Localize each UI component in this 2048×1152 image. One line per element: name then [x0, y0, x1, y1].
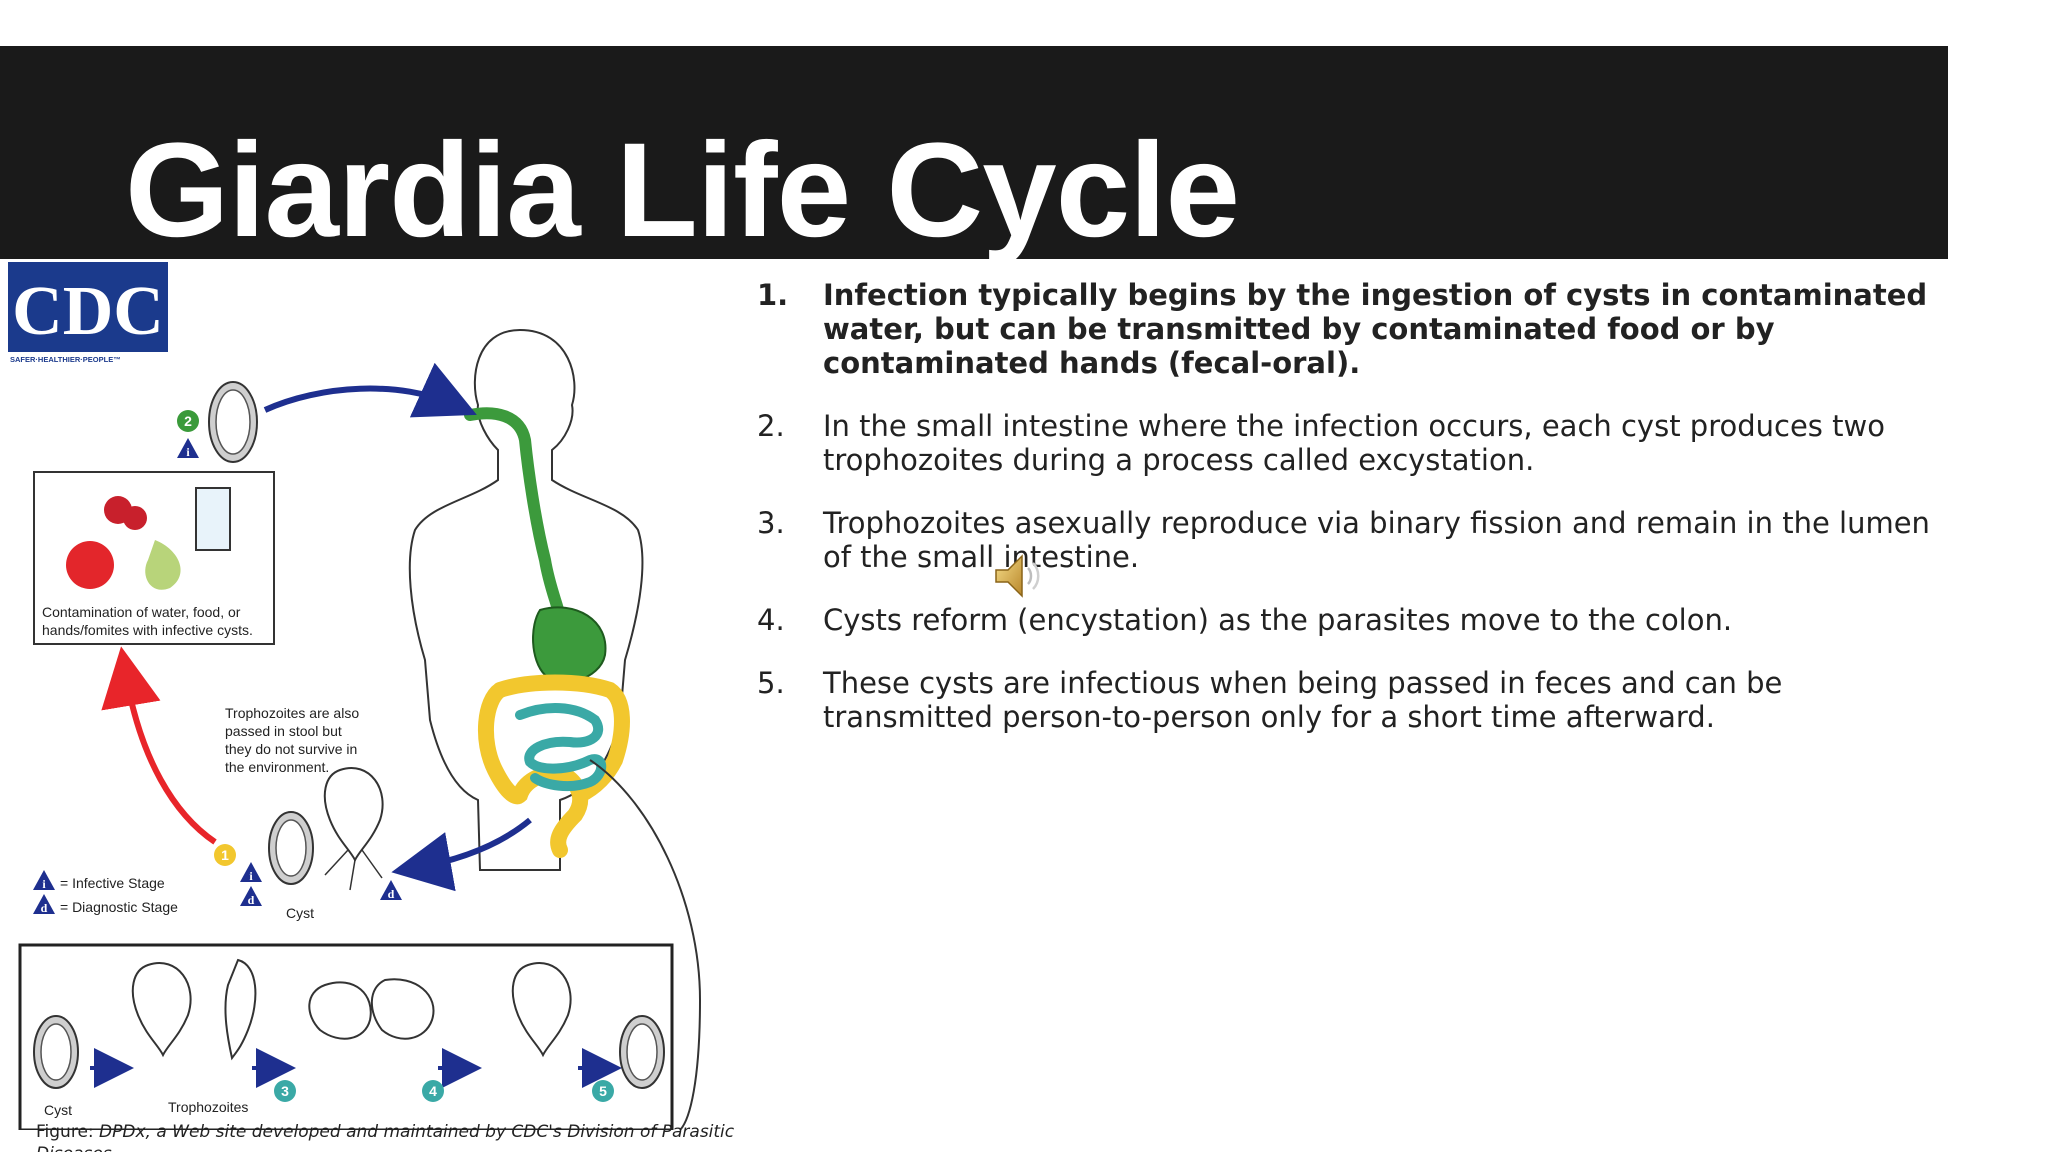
title-bar [0, 46, 1948, 259]
life-cycle-figure: 2 i Contamination of water, food, or han… [18, 328, 702, 1130]
step-item: 3. Trophozoites asexually reproduce via … [757, 506, 1937, 574]
step-4-badge [422, 1080, 444, 1102]
caption-prefix: Figure: [36, 1122, 100, 1142]
panel-dividing-trophozoites [308, 978, 435, 1040]
svg-text:i: i [186, 445, 190, 459]
step-2-badge [177, 410, 199, 432]
life-cycle-steps: 1. Infection typically begins by the ing… [757, 278, 1937, 763]
esophagus [464, 407, 566, 626]
svg-text:Cyst: Cyst [286, 905, 314, 921]
step-1-badge [214, 844, 236, 866]
svg-text:hands/fomites with infective c: hands/fomites with infective cysts. [42, 622, 253, 638]
svg-text:Trophozoites: Trophozoites [168, 1099, 248, 1115]
step-item: 2. In the small intestine where the infe… [757, 409, 1937, 477]
svg-text:Cyst: Cyst [44, 1102, 72, 1118]
svg-text:i: i [249, 869, 253, 883]
stomach [532, 606, 607, 684]
svg-text:passed in stool but: passed in stool but [225, 723, 342, 739]
svg-text:d: d [41, 901, 48, 915]
infective-triangle-mid [240, 862, 262, 882]
water-glass [195, 487, 231, 551]
panel-trophozoite-3 [511, 962, 572, 1058]
svg-text:= Infective Stage: = Infective Stage [60, 875, 165, 891]
human-silhouette [408, 328, 644, 871]
svg-text:1: 1 [221, 847, 229, 863]
cdc-logo: CDC SAFER·HEALTHIER·PEOPLE™ [8, 262, 168, 364]
step-item: 4. Cysts reform (encystation) as the par… [757, 603, 1937, 637]
step-number: 2. [757, 409, 785, 443]
step-text: Infection typically begins by the ingest… [823, 278, 1928, 380]
arrow-excretion [391, 817, 532, 892]
step-number: 3. [757, 506, 785, 540]
svg-text:d: d [248, 893, 255, 907]
svg-text:d: d [388, 887, 395, 901]
cdc-logo-text: CDC [12, 273, 164, 350]
svg-text:they do not survive in: they do not survive in [225, 741, 357, 757]
svg-text:Trophozoites are also: Trophozoites are also [225, 705, 359, 721]
step-5-badge [592, 1080, 614, 1102]
step-text: Trophozoites asexually reproduce via bin… [823, 506, 1930, 574]
cdc-logo-tagline: SAFER·HEALTHIER·PEOPLE™ [10, 355, 121, 364]
svg-text:= Diagnostic Stage: = Diagnostic Stage [60, 899, 178, 915]
diagnostic-triangle-mid [240, 886, 262, 906]
caption-source: DPDx, a Web site developed and maintaine… [36, 1122, 735, 1152]
figure-caption: Figure: DPDx, a Web site developed and m… [36, 1121, 776, 1152]
infective-triangle-top [177, 438, 199, 458]
svg-text:Contamination of water, food,: Contamination of water, food, or [42, 604, 241, 620]
apple [66, 541, 114, 589]
diagnostic-triangle-right [380, 880, 402, 900]
svg-text:i: i [42, 877, 46, 891]
stool-path [589, 759, 702, 1130]
arrow-ingestion [263, 362, 477, 418]
step-text: These cysts are infectious when being pa… [823, 666, 1783, 734]
svg-text:3: 3 [281, 1083, 289, 1099]
legend-infective-icon [33, 870, 55, 890]
speaker-icon[interactable] [990, 548, 1046, 604]
step-text: In the small intestine where the infecti… [823, 409, 1885, 477]
svg-text:5: 5 [599, 1083, 607, 1099]
step-number: 4. [757, 603, 785, 637]
trophozoite-excreted [323, 767, 384, 863]
small-intestine [515, 703, 607, 792]
step-number: 1. [757, 278, 789, 312]
arrow-contamination [101, 646, 217, 845]
panel-trophozoite-1 [131, 962, 192, 1058]
step-item: 1. Infection typically begins by the ing… [757, 278, 1937, 380]
step-3-badge [274, 1080, 296, 1102]
step-text: Cysts reform (encystation) as the parasi… [823, 603, 1733, 637]
step-number: 5. [757, 666, 785, 700]
panel-trophozoite-2 [224, 958, 257, 1061]
svg-text:4: 4 [429, 1083, 437, 1099]
svg-text:the environment.: the environment. [225, 759, 329, 775]
slide-title: Giardia Life Cycle [125, 116, 1240, 265]
legend-diagnostic-icon [33, 894, 55, 914]
step-item: 5. These cysts are infectious when being… [757, 666, 1937, 734]
svg-text:2: 2 [184, 413, 192, 429]
